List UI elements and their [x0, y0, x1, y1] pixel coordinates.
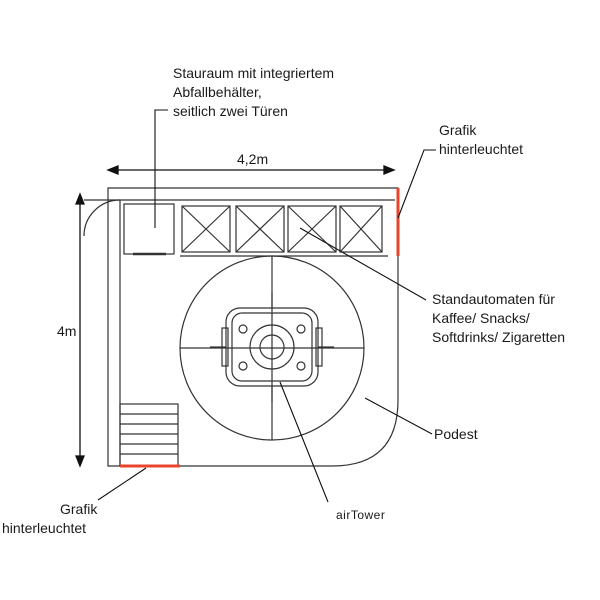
- vending-leader: [299, 227, 427, 301]
- graphic-bottom-leader: [97, 467, 147, 501]
- width-dimension-label: 4,2m: [237, 151, 269, 167]
- vending-machines: [181, 205, 383, 253]
- airtower-unit: [210, 292, 334, 402]
- storage-leader: [154, 109, 168, 228]
- enclosure-outline: [107, 187, 399, 467]
- airtower-label: airTower: [336, 508, 386, 522]
- graphic-bottom-label-line: hinterleuchtet: [2, 520, 87, 536]
- height-dimension-label: 4m: [57, 323, 77, 339]
- graphic-top-label-line: hinterleuchtet: [439, 141, 524, 157]
- vending-machine: [287, 205, 337, 253]
- vending-label-line: Kaffee/ Snacks/: [432, 310, 530, 326]
- storage-label-line: seitlich zwei Türen: [173, 103, 288, 119]
- vending-machine: [339, 205, 383, 253]
- entry-stairs: [119, 403, 179, 467]
- graphic-bottom-label: Grafik hinterleuchtet: [2, 500, 98, 538]
- storage-label-line: Stauraum mit integriertem: [173, 65, 335, 81]
- vending-label-line: Softdrinks/ Zigaretten: [432, 329, 566, 345]
- podest-label: Podest: [434, 426, 478, 442]
- vending-label-line: Standautomaten für: [432, 291, 555, 307]
- storage-cabinet: [123, 203, 175, 255]
- storage-label-line: Abfallbehälter,: [173, 84, 262, 100]
- storage-label: Stauraum mit integriertem Abfallbehälter…: [173, 64, 334, 121]
- graphic-top-label: Grafik hinterleuchtet: [439, 121, 523, 159]
- podest-leader: [364, 397, 433, 435]
- airtower-leader: [279, 381, 329, 503]
- vending-machine: [181, 205, 231, 253]
- storage-door-swing: [83, 199, 121, 237]
- graphic-bottom-label-line: Grafik: [60, 501, 98, 517]
- vending-machine: [235, 205, 285, 253]
- graphic-top-leader: [397, 149, 436, 219]
- vending-label: Standautomaten für Kaffee/ Snacks/ Softd…: [432, 290, 565, 347]
- graphic-top-label-line: Grafik: [439, 122, 477, 138]
